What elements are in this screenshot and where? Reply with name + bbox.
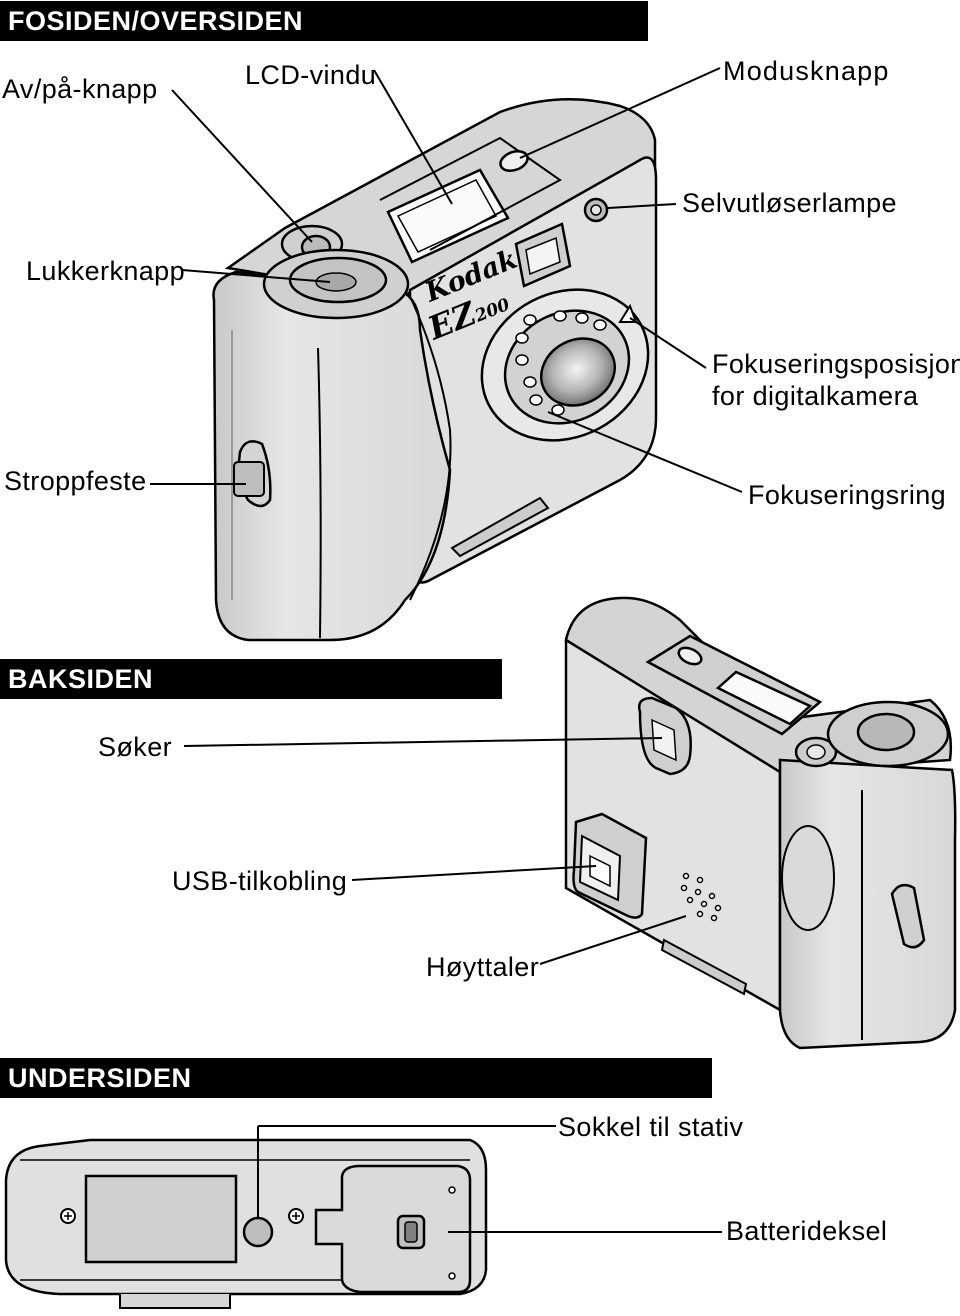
label-focus-position-line2: for digitalkamera bbox=[712, 381, 919, 411]
bottom-plate bbox=[84, 1174, 238, 1264]
back-lcd bbox=[715, 670, 813, 726]
label-power-button: Av/på-knapp bbox=[2, 74, 158, 104]
label-viewfinder: Søker bbox=[98, 732, 173, 762]
label-mode-button: Modusknapp bbox=[723, 56, 890, 86]
label-speaker: Høyttaler bbox=[426, 952, 540, 982]
section-back-header: BAKSIDEN bbox=[0, 659, 502, 699]
back-strap-recess bbox=[781, 825, 835, 931]
speaker-grille bbox=[680, 872, 722, 922]
label-focus-ring: Fokuseringsring bbox=[748, 480, 947, 510]
back-strap-loop bbox=[890, 883, 926, 949]
mode-button bbox=[499, 150, 529, 172]
label-usb-port: USB-tilkobling bbox=[172, 866, 348, 896]
label-self-timer-lamp: Selvutløserlampe bbox=[682, 188, 897, 218]
back-camera-side bbox=[778, 758, 957, 1050]
lcd-window bbox=[386, 168, 510, 264]
focus-ring-markers bbox=[515, 310, 607, 416]
lens bbox=[539, 337, 617, 407]
tripod-socket bbox=[242, 1216, 274, 1248]
battery-door bbox=[314, 1164, 472, 1294]
back-camera bbox=[564, 596, 957, 1050]
section-bottom-header: UNDERSIDEN bbox=[0, 1058, 712, 1098]
label-shutter-button: Lukkerknapp bbox=[26, 256, 186, 286]
leader-lines bbox=[150, 67, 743, 1233]
label-focus-position-line1: Fokuseringsposisjon bbox=[712, 349, 960, 379]
bottom-camera bbox=[4, 1138, 488, 1309]
label-battery-door: Batterideksel bbox=[726, 1216, 888, 1246]
label-lcd-window: LCD-vindu bbox=[245, 60, 377, 90]
back-mode-button bbox=[677, 646, 703, 666]
label-strap-mount: Stroppfeste bbox=[4, 466, 147, 496]
focus-position-mark bbox=[618, 303, 638, 323]
label-tripod-socket: Sokkel til stativ bbox=[558, 1112, 744, 1142]
front-camera bbox=[212, 98, 658, 642]
section-front-header: FOSIDEN/OVERSIDEN bbox=[0, 1, 648, 41]
